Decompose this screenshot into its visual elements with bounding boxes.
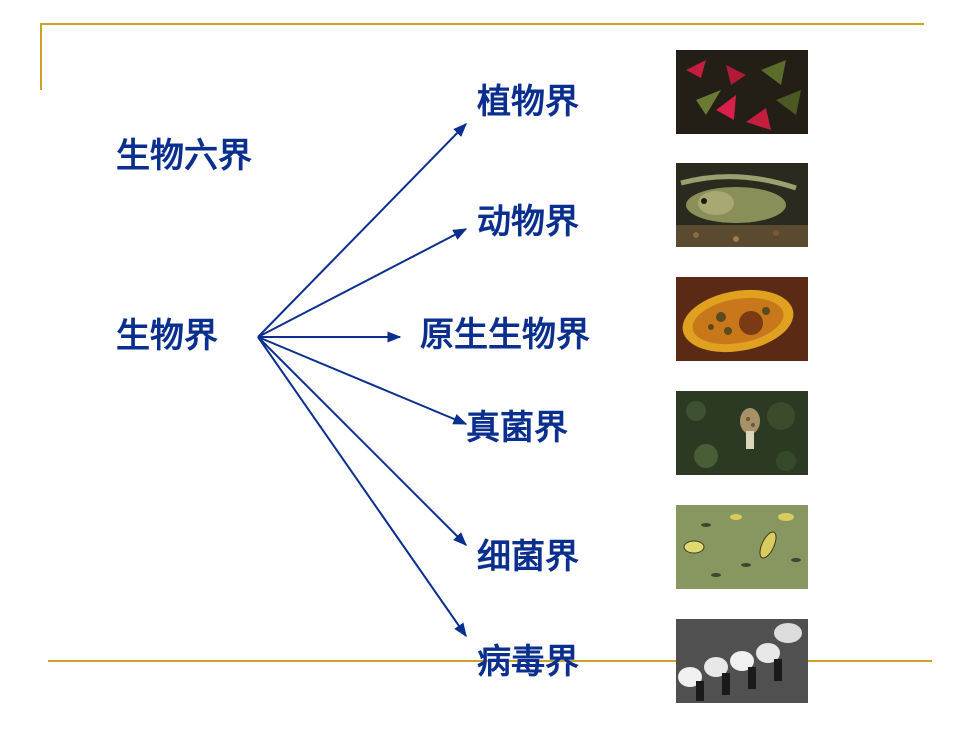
kingdom-label-fungi: 真菌界 bbox=[466, 408, 568, 448]
fungi-photo bbox=[676, 391, 808, 475]
arrow-virus bbox=[257, 336, 467, 638]
arrow-bacteria bbox=[257, 336, 467, 546]
kingdom-label-animal: 动物界 bbox=[477, 202, 579, 242]
arrow-fungi bbox=[257, 336, 468, 425]
kingdom-label-virus: 病毒界 bbox=[477, 642, 579, 682]
bottom-accent-line bbox=[48, 660, 932, 662]
title-six-kingdoms: 生物六界 bbox=[116, 136, 252, 176]
top-accent-line bbox=[40, 23, 924, 25]
kingdom-label-protist: 原生生物界 bbox=[420, 315, 590, 355]
arrow-plant bbox=[257, 122, 467, 338]
plant-photo bbox=[676, 50, 808, 134]
root-label: 生物界 bbox=[116, 316, 218, 356]
virus-photo bbox=[676, 619, 808, 703]
protist-photo bbox=[676, 277, 808, 361]
kingdom-label-bacteria: 细菌界 bbox=[477, 537, 579, 577]
animal-photo bbox=[676, 163, 808, 247]
left-accent-line bbox=[40, 23, 42, 90]
arrow-animal bbox=[257, 228, 468, 338]
bacteria-photo bbox=[676, 505, 808, 589]
kingdom-label-plant: 植物界 bbox=[477, 82, 579, 122]
